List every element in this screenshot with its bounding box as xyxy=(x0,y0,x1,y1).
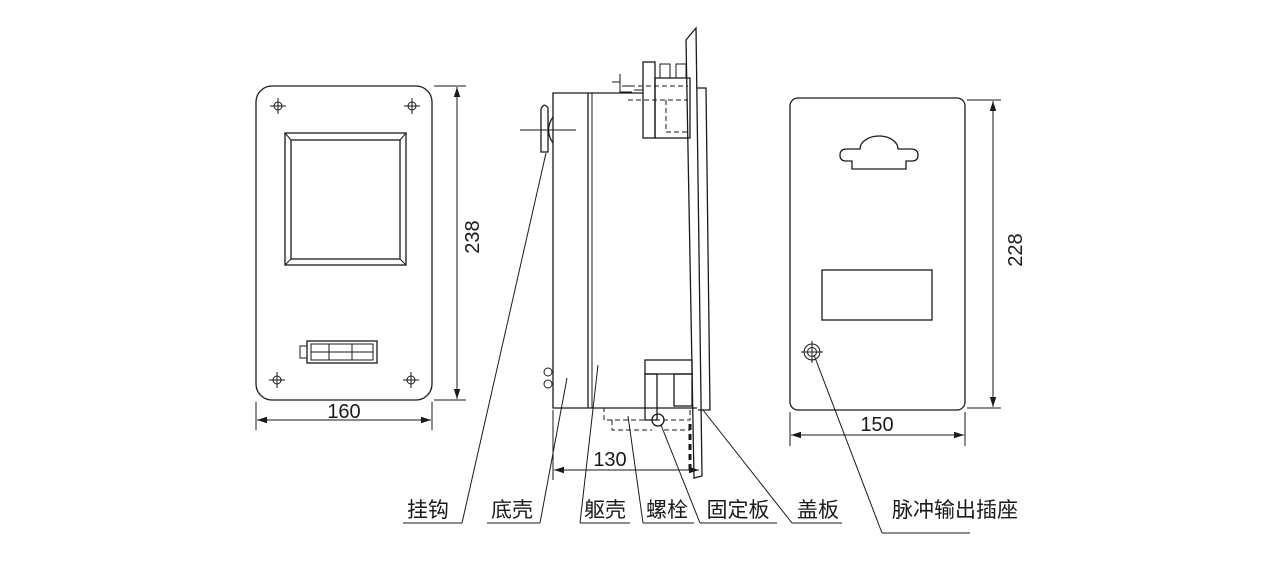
front-housing-outline xyxy=(255,85,433,401)
label-text: 脉冲输出插座 xyxy=(892,498,1018,522)
screw-mark-top-left xyxy=(270,98,286,114)
dimension-side-depth: 130 xyxy=(552,410,699,480)
side-view xyxy=(520,26,711,479)
window-bevel-corners xyxy=(284,132,407,266)
bottom-bracket-leg xyxy=(644,373,658,421)
callout-pulse-output-socket: 脉冲输出插座 xyxy=(813,354,1018,534)
callout-body-shell: 躯壳 xyxy=(579,364,630,524)
label-text: 挂钩 xyxy=(407,498,449,522)
terminal-block xyxy=(299,340,378,364)
leader-line xyxy=(702,409,793,524)
bracket-body xyxy=(654,77,691,139)
display-window xyxy=(284,132,407,266)
dimension-value: 238 xyxy=(462,220,484,253)
rivet-upper xyxy=(543,367,553,377)
nameplate-window xyxy=(821,269,933,321)
screw-mark-bottom-right xyxy=(403,372,419,388)
back-housing-outline xyxy=(789,97,966,411)
label-text: 固定板 xyxy=(707,498,770,522)
back-view xyxy=(789,97,966,411)
dimension-front-width: 160 xyxy=(255,401,433,430)
callout-bolt: 螺栓 xyxy=(627,415,694,524)
hanging-hook xyxy=(520,104,576,153)
bottom-mounting-bracket xyxy=(644,359,693,421)
dimension-value: 150 xyxy=(860,414,893,436)
screw-mark-bottom-left xyxy=(269,372,285,388)
hanging-slot xyxy=(839,135,919,170)
bottom-bracket-lug xyxy=(673,373,693,407)
dimension-back-height: 228 xyxy=(967,99,1027,409)
dimension-value: 228 xyxy=(1005,233,1027,266)
bolt-assembly xyxy=(603,407,692,470)
bracket-tab-right xyxy=(675,63,687,79)
bottom-bracket-top xyxy=(644,359,693,375)
terminal-tab xyxy=(299,345,308,359)
shell-outline xyxy=(552,92,697,409)
dimension-back-width: 150 xyxy=(789,412,966,446)
front-view xyxy=(255,85,433,401)
dimension-front-height: 238 xyxy=(434,85,484,401)
label-text: 躯壳 xyxy=(584,498,626,522)
callout-fixing-plate: 固定板 xyxy=(660,424,777,524)
callout-base-shell: 底壳 xyxy=(487,377,568,524)
bolt-head xyxy=(651,413,665,427)
bracket-tab-left xyxy=(659,63,671,79)
label-text: 底壳 xyxy=(491,498,533,522)
hook-body xyxy=(540,104,549,153)
bolt-hidden-outline xyxy=(603,407,691,421)
label-text: 螺栓 xyxy=(646,498,688,522)
top-mounting-bracket xyxy=(612,61,691,139)
window-inner-frame xyxy=(290,139,401,260)
callout-hook: 挂钩 xyxy=(403,152,547,524)
bracket-clip xyxy=(612,74,643,93)
side-rivets xyxy=(543,367,553,389)
dimension-value: 160 xyxy=(327,401,360,423)
terminal-dividers xyxy=(311,344,373,360)
cover-plate xyxy=(685,26,703,479)
pulse-output-socket xyxy=(801,341,823,363)
label-text: 盖板 xyxy=(797,498,839,522)
dimension-value: 130 xyxy=(593,449,626,471)
rivet-lower xyxy=(543,379,553,389)
callout-cover-plate: 盖板 xyxy=(702,409,842,524)
leader-line xyxy=(660,424,701,524)
leader-line xyxy=(539,377,568,524)
bolt-hidden-lines xyxy=(611,420,690,431)
window-outer-frame xyxy=(284,132,407,266)
leader-line xyxy=(579,364,599,524)
leader-line xyxy=(813,354,883,534)
leader-line xyxy=(627,415,644,524)
fixing-plate-edge xyxy=(697,87,711,411)
screw-mark-top-right xyxy=(404,98,420,114)
leader-line xyxy=(461,152,547,524)
terminal-outer xyxy=(306,340,378,364)
